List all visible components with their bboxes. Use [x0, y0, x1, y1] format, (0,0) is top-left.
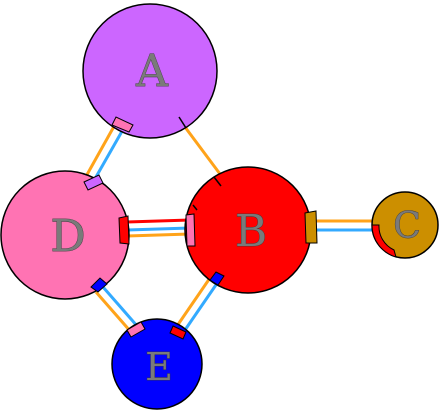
edge-a-b-orange: [177, 118, 225, 179]
node-e-port-red: [169, 325, 187, 340]
node-b-label: B: [235, 206, 267, 257]
node-e-port-pink: [126, 321, 146, 338]
node-b-tick: [213, 176, 222, 187]
edge-a-d: [82, 120, 127, 185]
node-a-port-pink: [111, 116, 134, 133]
node-d[interactable]: D: [0, 170, 130, 300]
node-b-port-pink: [185, 213, 196, 247]
edge-b-c: [314, 219, 376, 232]
node-b-port-blue: [209, 271, 225, 286]
node-d-port-red: [118, 215, 130, 245]
node-b-tick-left: [192, 204, 198, 211]
nodes: A D B C: [0, 3, 439, 410]
node-a-tick: [178, 116, 187, 129]
node-e-label: E: [145, 345, 173, 389]
edge-d-b: [125, 218, 191, 238]
node-e[interactable]: E: [111, 318, 203, 410]
node-a[interactable]: A: [82, 3, 218, 139]
node-d-label: D: [50, 211, 85, 262]
edge-d-e-orange: [94, 291, 133, 333]
edge-d-e-blue: [101, 286, 140, 328]
node-b-port-gold: [304, 210, 318, 244]
edge-d-b-orange: [126, 232, 191, 238]
node-c-label: C: [393, 206, 421, 247]
edge-a-d-blue: [90, 125, 127, 185]
edge-d-b-blue: [126, 226, 191, 232]
edge-b-e: [175, 274, 222, 331]
node-c-port-red: [371, 224, 397, 258]
edges: [82, 118, 376, 333]
node-d-port-blue: [90, 277, 108, 293]
edge-d-e: [94, 286, 140, 333]
edge-d-b-red: [125, 218, 191, 224]
node-a-label: A: [135, 46, 169, 97]
node-c[interactable]: C: [371, 191, 439, 259]
node-d-port-violet: [83, 174, 104, 191]
node-e-circle[interactable]: [111, 318, 203, 410]
node-a-circle[interactable]: [82, 3, 218, 139]
edge-a-b: [177, 118, 225, 179]
edge-a-d-orange: [82, 120, 119, 181]
edge-b-e-orange: [175, 274, 214, 327]
node-b[interactable]: B: [184, 166, 318, 294]
edge-b-e-blue: [183, 278, 222, 331]
